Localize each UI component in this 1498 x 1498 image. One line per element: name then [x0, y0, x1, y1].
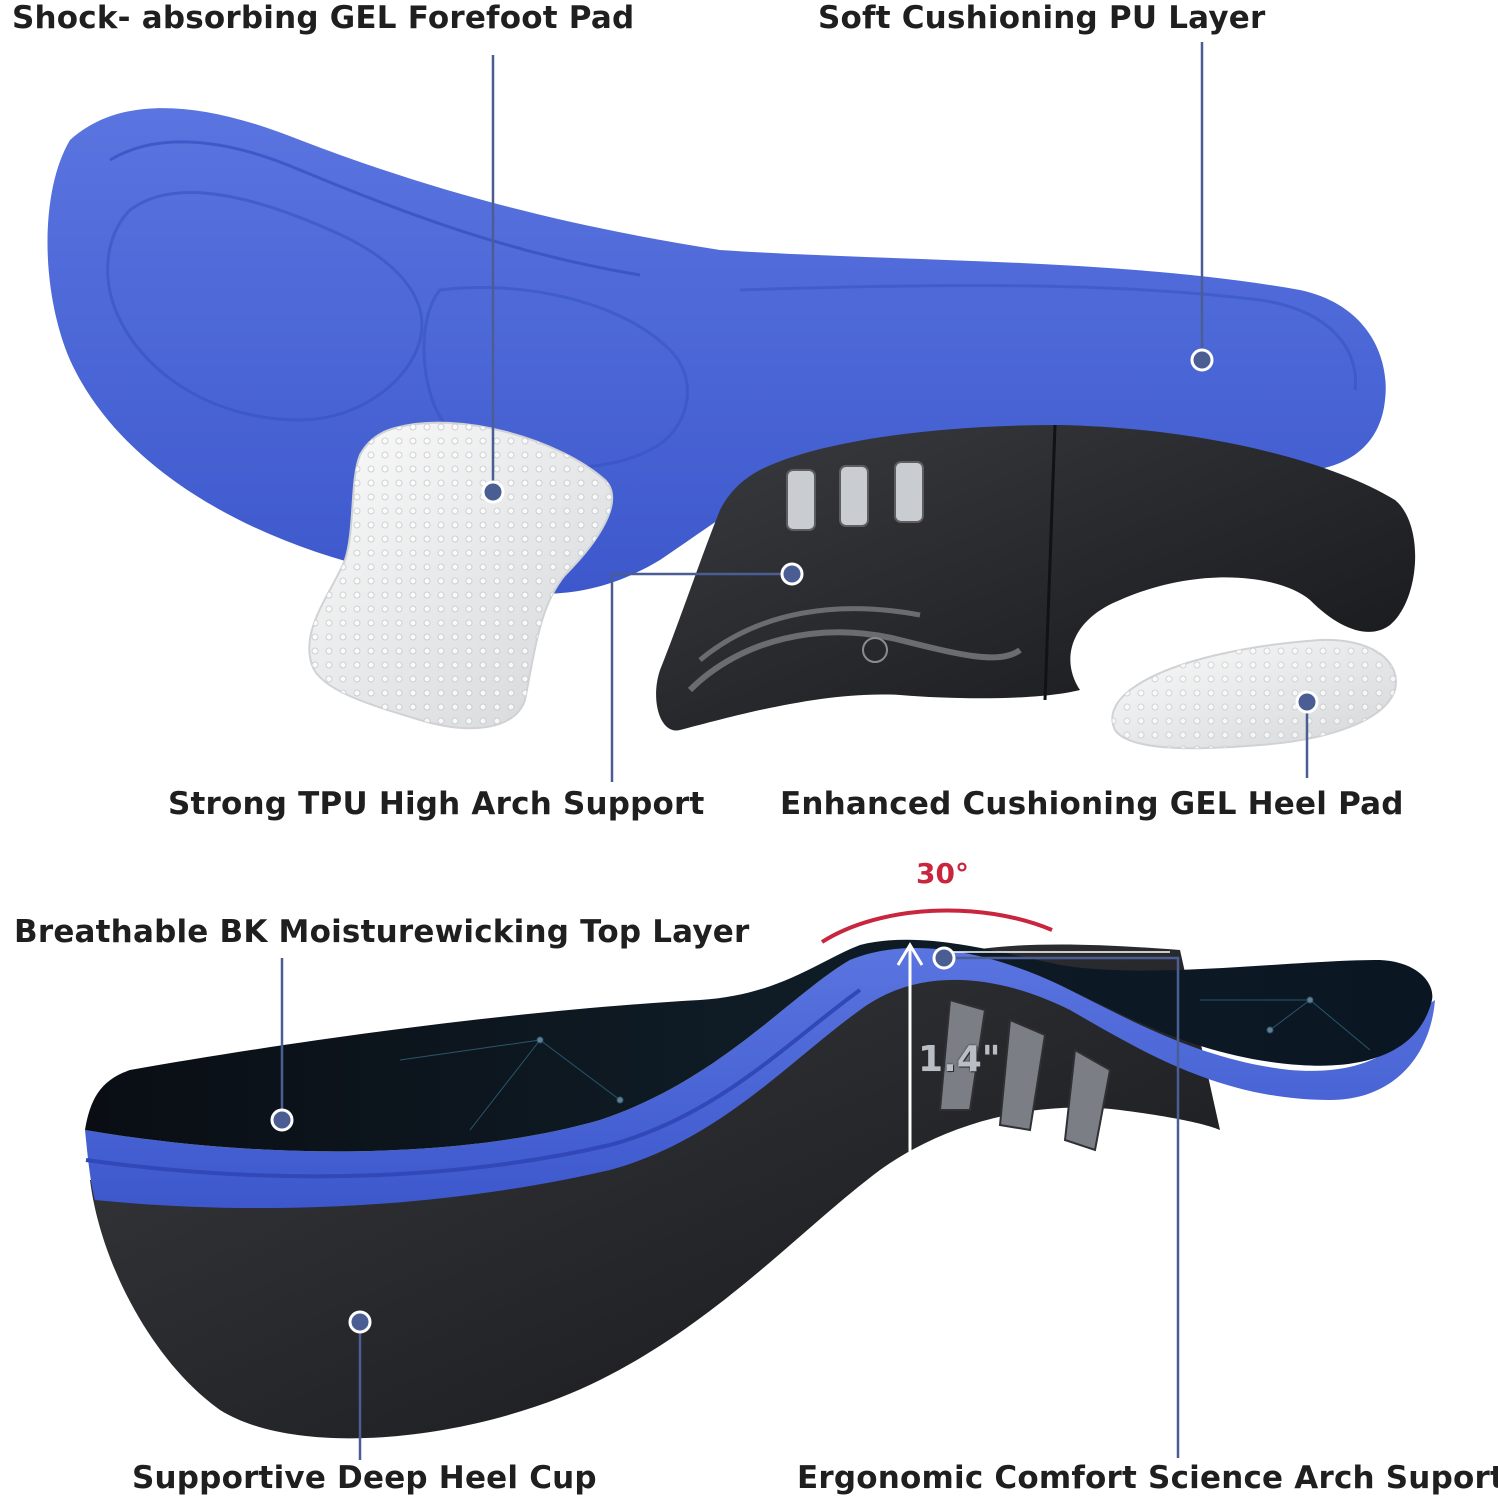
forefoot-gel-pad: [308, 421, 614, 730]
arch-height-value: 1.4": [918, 1039, 1001, 1080]
height-arrow: [896, 942, 924, 1188]
label-heel-cup: Supportive Deep Heel Cup: [132, 1460, 597, 1496]
callout-lines: [280, 42, 1309, 1460]
heel-gel-pad: [1111, 638, 1397, 750]
insole-side-view: [85, 939, 1435, 1439]
label-pu-layer: Soft Cushioning PU Layer: [818, 0, 1266, 36]
tpu-arch-shell: [656, 424, 1416, 731]
label-tpu-support: Strong TPU High Arch Support: [168, 786, 705, 822]
angle-arc: [820, 908, 1053, 944]
callout-dots: [270, 348, 1319, 1334]
label-top-layer: Breathable BK Moisturewicking Top Layer: [14, 914, 750, 950]
label-arch-support: Ergonomic Comfort Science Arch Suport: [797, 1460, 1498, 1496]
label-heel-pad: Enhanced Cushioning GEL Heel Pad: [780, 786, 1404, 822]
network-pattern: [399, 996, 1371, 1131]
arch-angle-value: 30°: [916, 857, 969, 890]
label-forefoot-pad: Shock- absorbing GEL Forefoot Pad: [12, 0, 635, 36]
arch-ribs: [938, 998, 1112, 1152]
tpu-ribs: [786, 461, 924, 531]
